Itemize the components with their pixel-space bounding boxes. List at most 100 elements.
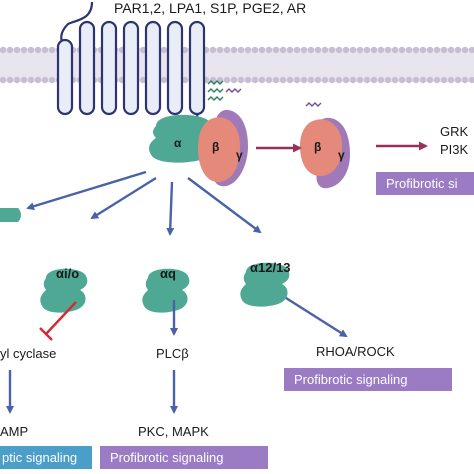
lipid-head <box>223 76 231 84</box>
g-alpha-12-13-label: α12/13 <box>250 260 291 275</box>
lipid-head <box>349 76 357 84</box>
lipid-head <box>391 46 399 54</box>
lipid-head <box>349 46 357 54</box>
g-gamma-label: γ <box>236 148 243 162</box>
g-beta-free-label: β <box>314 140 322 154</box>
lipid-head <box>279 76 287 84</box>
lipid-head <box>468 46 474 54</box>
lipid-head <box>412 76 420 84</box>
ligands-text: PAR1,2, LPA1, S1P, PGE2, AR <box>114 0 307 16</box>
lipid-head <box>230 46 238 54</box>
lipid-head <box>314 46 322 54</box>
lipid-head <box>230 76 238 84</box>
lipid-head <box>265 46 273 54</box>
lipid-head <box>27 76 35 84</box>
lipid-head <box>356 76 364 84</box>
lipid-head <box>461 46 469 54</box>
lipid-head <box>433 46 441 54</box>
lipid-head <box>454 76 462 84</box>
arrow-to-g12 <box>187 177 262 234</box>
camp-label: AMP <box>0 424 29 439</box>
lipid-head <box>335 76 343 84</box>
lipid-head <box>41 46 49 54</box>
lipid-head <box>41 76 49 84</box>
profibrotic-signal-betagamma: Profibrotic si <box>376 172 474 195</box>
lipid-head <box>251 76 259 84</box>
g-alpha-q-label: αq <box>160 266 176 281</box>
g-protein-heterotrimer <box>149 109 248 187</box>
plcb-label: PLCβ <box>156 346 189 361</box>
lipid-head <box>216 46 224 54</box>
lipid-head <box>300 46 308 54</box>
g-alpha-subunit <box>149 114 213 163</box>
lipid-head <box>293 46 301 54</box>
lipid-head <box>293 76 301 84</box>
lipid-head <box>447 46 455 54</box>
lipid-head <box>6 46 14 54</box>
lipid-head <box>13 46 21 54</box>
lipid-head <box>412 46 420 54</box>
lipid-head <box>251 46 259 54</box>
g-alpha-label: α <box>174 136 182 150</box>
pi3k-label: PI3K <box>440 142 469 157</box>
g-beta-subunit <box>198 117 240 182</box>
lipid-head <box>454 46 462 54</box>
lipid-head <box>272 76 280 84</box>
lipid-head <box>321 76 329 84</box>
lipid-head <box>272 46 280 54</box>
lipid-head <box>237 76 245 84</box>
lipid-head <box>139 76 147 84</box>
arrow-to-gi <box>90 176 157 220</box>
lipid-anchors <box>207 80 322 107</box>
lipid-head <box>370 76 378 84</box>
lipid-head <box>48 76 56 84</box>
profibrotic-signal-betagamma-text: Profibrotic si <box>386 176 458 191</box>
lipid-head <box>391 76 399 84</box>
lipid-head <box>6 76 14 84</box>
pkc-signal-box: Profibrotic signaling <box>100 446 268 469</box>
lipid-head <box>468 76 474 84</box>
rho-signal-box: Profibrotic signaling <box>284 368 452 391</box>
pathway-arrows <box>6 141 428 414</box>
lipid-head <box>398 46 406 54</box>
g-beta-label: β <box>212 140 220 154</box>
lipid-head <box>384 76 392 84</box>
g-gamma-free-label: γ <box>338 148 345 162</box>
grk-label: GRK <box>440 124 469 139</box>
lipid-head <box>286 46 294 54</box>
lipid-head <box>398 76 406 84</box>
lipid-head <box>314 76 322 84</box>
g-alpha-12-13 <box>240 262 290 307</box>
lipid-head <box>377 46 385 54</box>
lipid-head <box>20 46 28 54</box>
lipid-head <box>279 46 287 54</box>
lipid-head <box>384 46 392 54</box>
pkc-mapk-label: PKC, MAPK <box>138 424 209 439</box>
lipid-head <box>244 76 252 84</box>
lipid-head <box>265 76 273 84</box>
arrow-to-rhoa <box>285 296 348 338</box>
lipid-head <box>27 46 35 54</box>
lipid-head <box>20 76 28 84</box>
lipid-head <box>34 76 42 84</box>
lipid-head <box>0 76 7 84</box>
lipid-head <box>139 46 147 54</box>
lipid-head <box>370 46 378 54</box>
pkc-signal-text: Profibrotic signaling <box>110 450 224 465</box>
inhibit-adenylyl-cyclase <box>39 301 77 341</box>
lipid-head <box>181 46 189 54</box>
lipid-head <box>342 76 350 84</box>
lipid-head <box>328 46 336 54</box>
lipid-head <box>244 46 252 54</box>
lipid-head <box>426 46 434 54</box>
lipid-head <box>286 76 294 84</box>
rhoa-rock-label: RHOA/ROCK <box>316 344 395 359</box>
g-beta-gamma-dimer <box>300 117 350 189</box>
lipid-head <box>433 76 441 84</box>
camp-signal-box: ptic signaling <box>0 446 92 469</box>
lipid-head <box>237 46 245 54</box>
lipid-head <box>426 76 434 84</box>
g-alpha-s-partial <box>0 208 21 222</box>
lipid-head <box>160 76 168 84</box>
